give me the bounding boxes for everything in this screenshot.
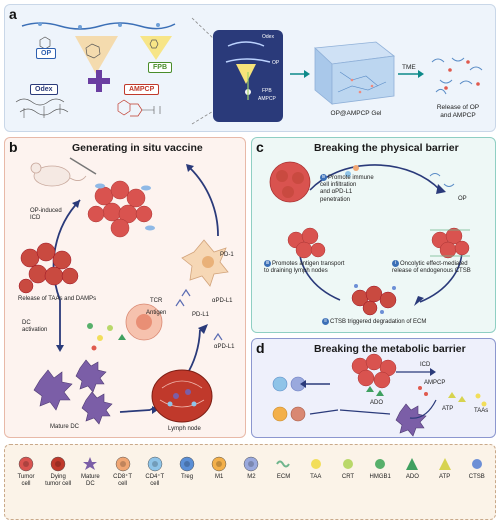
legend-label: M1 <box>215 474 224 480</box>
legend-label: CD8⁺T cell <box>113 474 133 488</box>
inset-op-label: OP <box>272 60 280 66</box>
panel-b-title: Generating in situ vaccine <box>72 142 203 154</box>
op-icd-label: OP-induced ICD <box>30 208 62 222</box>
legend-label: Mature DC <box>81 474 100 488</box>
step1-number: i <box>392 260 399 267</box>
panel-c-title: Breaking the physical barrier <box>314 142 459 154</box>
ampcp-label-d: AMPCP <box>424 380 446 386</box>
antigen-label: Antigen <box>146 310 167 316</box>
ctsb-icon <box>469 456 485 472</box>
cd4-t-cell-icon <box>147 456 163 472</box>
atp-label: ATP <box>442 406 454 412</box>
icd-label: ICD <box>420 362 431 368</box>
fpb-tag: FPB <box>148 62 172 73</box>
legend-item: ATP <box>429 456 461 481</box>
panel-c-label: c <box>256 139 264 155</box>
legend-item: CD8⁺T cell <box>107 456 139 488</box>
panel-d-label: d <box>256 340 265 356</box>
legend-label: CD4⁺T cell <box>145 474 165 488</box>
ado-icon <box>404 456 420 472</box>
pd-l1-label: PD-L1 <box>192 312 210 318</box>
legend-label: M2 <box>247 474 256 480</box>
crt-icon <box>340 456 356 472</box>
step1-label: Oncolytic effect-mediated release of end… <box>392 261 471 275</box>
legend-label: TAA <box>310 474 322 480</box>
legend-panel <box>4 444 496 520</box>
gel-label: OP@AMPCP Gel <box>330 110 382 117</box>
apd-l1-label-a: αPD-L1 <box>212 298 233 304</box>
legend-label: CTSB <box>468 474 485 480</box>
hmgb1-icon <box>372 456 388 472</box>
legend-label: ATP <box>438 474 451 480</box>
inset-ampcp-label: AMPCP <box>258 96 276 102</box>
legend-item: Dying tumor cell <box>42 456 74 488</box>
legend-label: ECM <box>276 474 291 480</box>
op-tag: OP <box>36 48 57 59</box>
legend-item: Treg <box>171 456 203 481</box>
ampcp-tag: AMPCP <box>124 84 160 95</box>
legend-label: Dying tumor cell <box>45 474 72 488</box>
panel-a-label: a <box>9 6 17 22</box>
legend-label: Tumor cell <box>17 474 35 488</box>
panel-d-title: Breaking the metabolic barrier <box>314 343 466 355</box>
inset-odex-label: Odex <box>262 34 274 40</box>
m2-icon <box>243 456 259 472</box>
release-label: Release of OP and AMPCP <box>436 104 480 119</box>
step2-label: CTSB triggered degradation of ECM <box>330 319 427 326</box>
lymph-node-label: Lymph node <box>168 426 201 432</box>
legend-item: ECM <box>268 456 300 481</box>
legend-item: CD4⁺T cell <box>139 456 171 488</box>
taas-label: TAAs <box>474 408 489 414</box>
legend-label: HMGB1 <box>369 474 391 480</box>
legend-item: Tumor cell <box>10 456 42 488</box>
step3-label: Promotes antigen transport to draining l… <box>264 261 345 275</box>
tme-label: TME <box>402 64 416 71</box>
atp-icon <box>437 456 453 472</box>
legend-label: ADO <box>405 474 419 480</box>
release-taa-label: Release of TAAs and DAMPs <box>18 296 97 302</box>
dying-tumor-cell-icon <box>50 456 66 472</box>
legend-label: CRT <box>341 474 355 480</box>
legend-item: CRT <box>332 456 364 481</box>
legend-item: CTSB <box>461 456 493 481</box>
treg-icon <box>179 456 195 472</box>
legend-label: Treg <box>180 474 194 480</box>
cd8-t-cell-icon <box>115 456 131 472</box>
legend-item: HMGB1 <box>364 456 396 481</box>
dc-activation-label: DC activation <box>22 320 48 334</box>
apd-l1-label-b: αPD-L1 <box>214 344 235 350</box>
inset-fpb-label: FPB <box>262 88 272 94</box>
mature-dc-label: Mature DC <box>50 424 80 430</box>
ecm-icon <box>275 456 292 472</box>
ado-label: ADO <box>370 400 384 406</box>
odex-tag: Odex <box>30 84 58 95</box>
mature-dc-icon <box>82 456 98 472</box>
step2-number: ii <box>322 318 329 325</box>
tcr-label: TCR <box>150 298 163 304</box>
step4-label: Promote immune cell infiltration and αPD… <box>320 175 374 203</box>
taa-icon <box>308 456 324 472</box>
legend-item: M1 <box>203 456 235 481</box>
legend-item: TAA <box>300 456 332 481</box>
panel-b-label: b <box>9 139 18 155</box>
pd1-label: PD-1 <box>220 252 234 258</box>
m1-icon <box>211 456 227 472</box>
op-label-c: OP <box>458 196 467 202</box>
legend-item: ADO <box>396 456 428 481</box>
legend-item: Mature DC <box>74 456 106 488</box>
step4-number: iv <box>320 174 327 181</box>
legend-item: M2 <box>235 456 267 481</box>
step3-number: iii <box>264 260 271 267</box>
tumor-cell-icon <box>18 456 34 472</box>
